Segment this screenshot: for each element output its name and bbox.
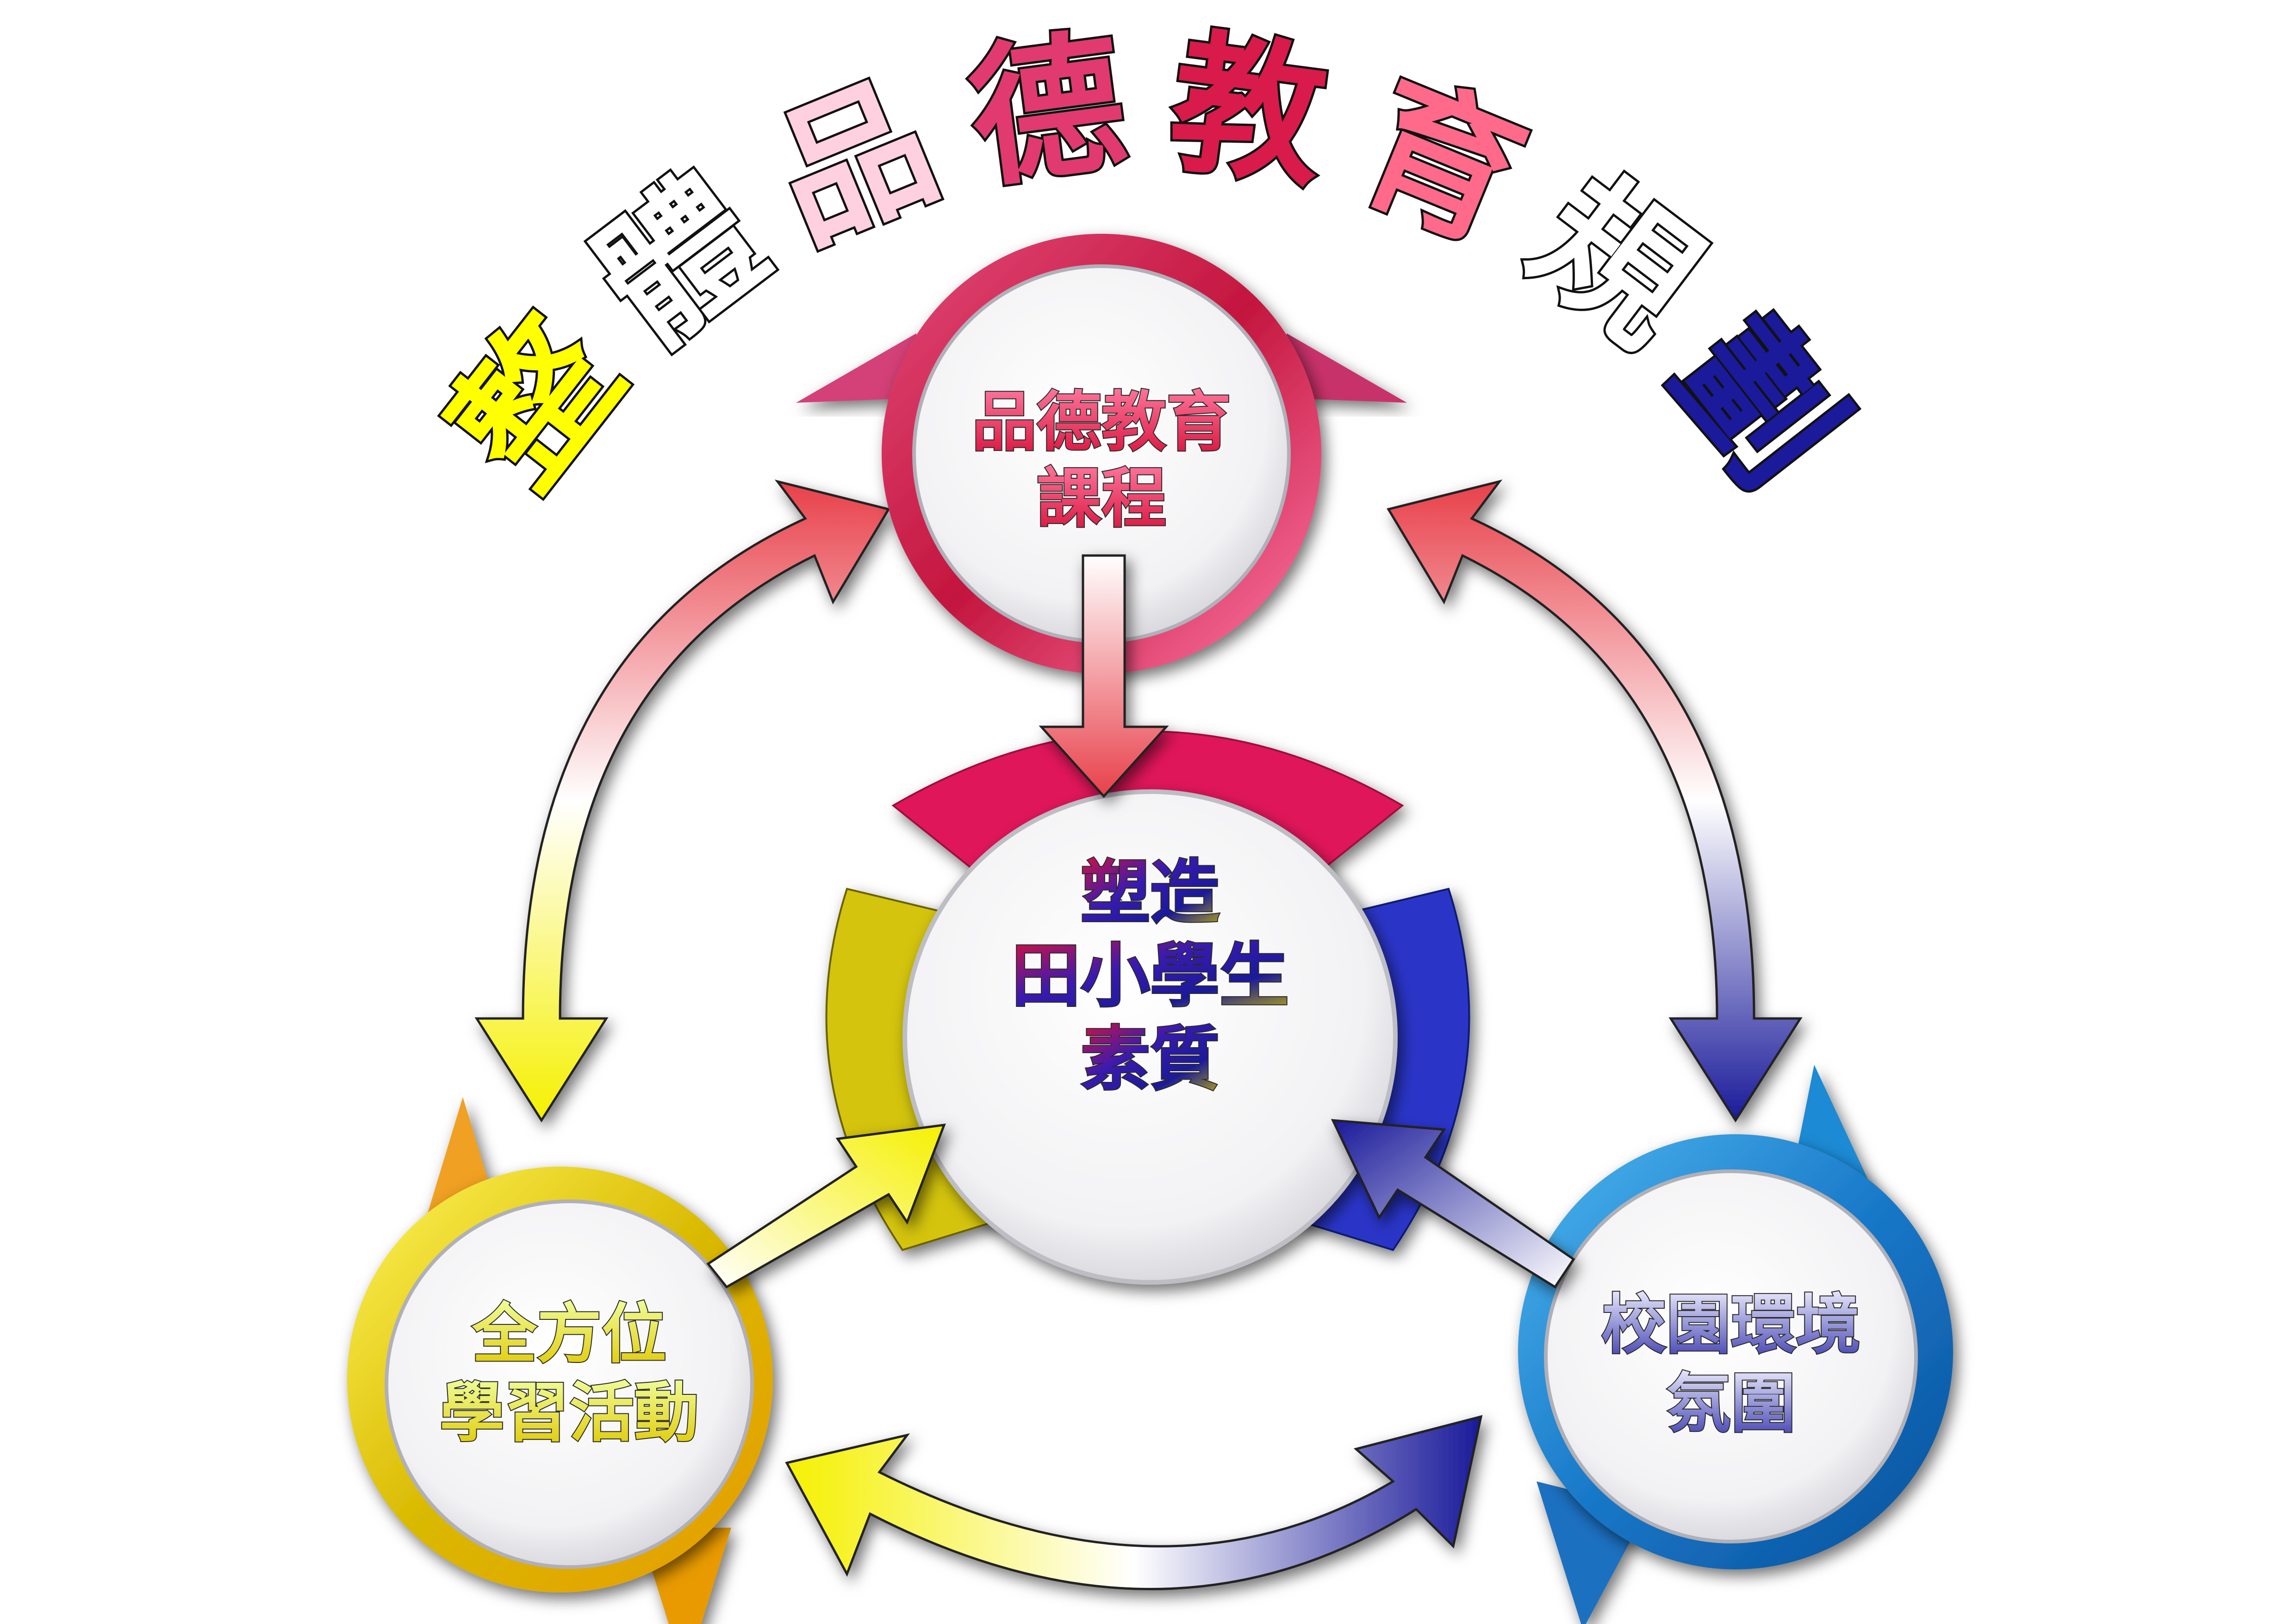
title-char: 德 — [960, 11, 1135, 209]
arrow-right-to-center — [1331, 1119, 1575, 1289]
left-node-line-2: 學習活動 — [440, 1375, 699, 1451]
title-char: 育 — [1337, 50, 1546, 274]
right-node-line-2: 氛圍 — [1666, 1366, 1796, 1442]
center-node-line-1: 塑造 — [1081, 852, 1220, 933]
title-char: 劃 — [1641, 287, 1877, 518]
arrow-top-to-center — [1039, 554, 1169, 798]
top-node-line-2: 課程 — [1037, 461, 1166, 537]
curved-arrow-top-left — [474, 479, 890, 1123]
left-node-line-1: 全方位 — [472, 1296, 666, 1372]
right-node-line-1: 校園環境 — [1601, 1287, 1860, 1363]
node-right — [1518, 1065, 1953, 1624]
title-char: 規 — [1501, 144, 1731, 379]
title-char: 整 — [419, 287, 654, 518]
title-char: 體 — [564, 144, 794, 379]
title-char: 教 — [1161, 11, 1335, 209]
center-node — [902, 789, 1398, 1285]
arrow-left-to-center — [706, 1123, 946, 1289]
center-node-line-2: 田小學生 — [1011, 935, 1289, 1017]
node-left — [347, 1097, 773, 1624]
center-node-line-3: 素質 — [1081, 1018, 1220, 1100]
top-node-line-1: 品德教育 — [972, 384, 1231, 460]
title-char: 品 — [749, 50, 958, 274]
curved-arrow-bottom — [785, 1415, 1483, 1591]
curved-arrow-top-right — [1387, 479, 1803, 1123]
